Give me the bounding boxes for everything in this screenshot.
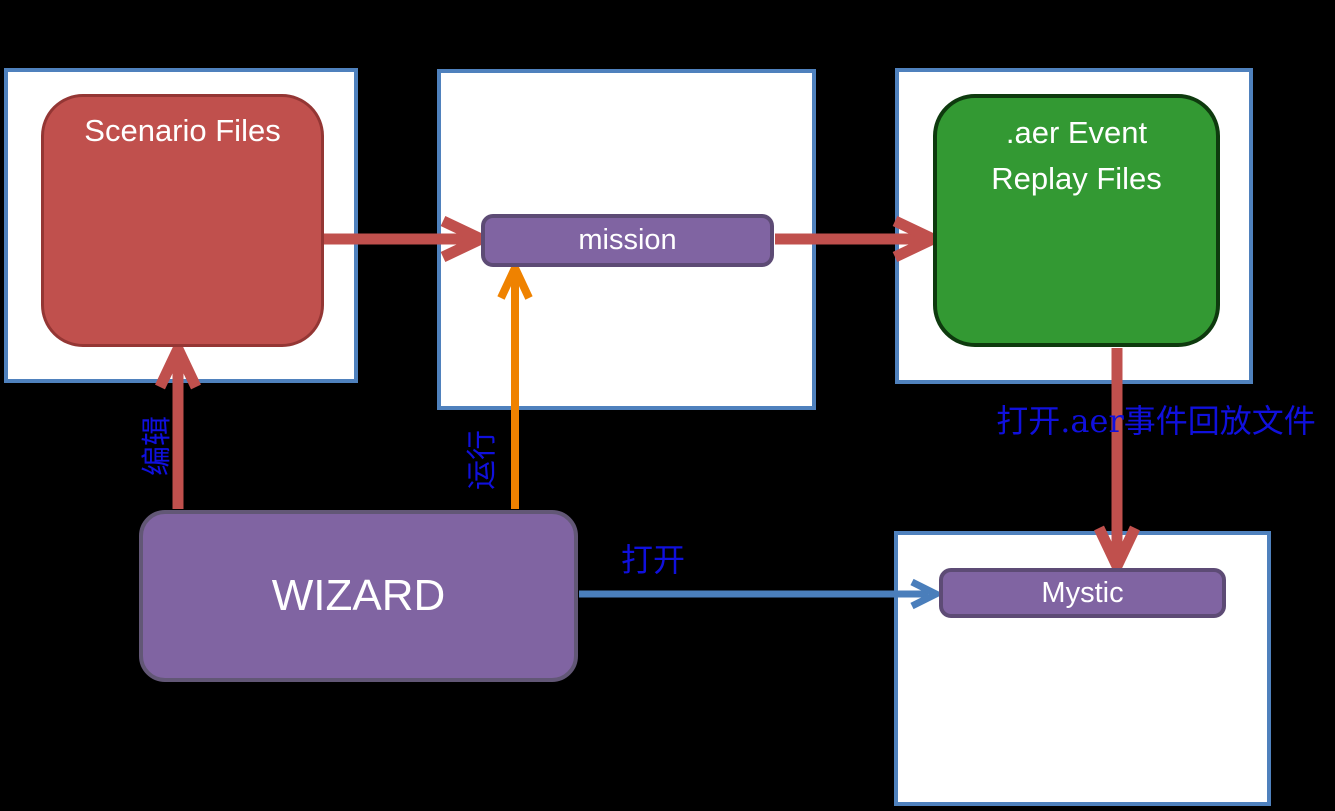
arrow-wizard-to-mystic (579, 578, 944, 610)
mission-node: mission (481, 214, 774, 267)
open-edge-label: 打开 (620, 541, 686, 579)
scenario-files-node: Scenario Files (41, 94, 324, 347)
mystic-node: Mystic (939, 568, 1226, 618)
open-aer-replay-edge-label: 打开.aer事件回放文件 (996, 402, 1316, 440)
scenario-files-label: Scenario Files (84, 113, 281, 148)
run-edge-label: 运行 (465, 430, 500, 490)
replay-files-label-line1: .aer Event (1005, 115, 1148, 150)
wizard-label: WIZARD (271, 571, 446, 620)
wizard-node: WIZARD (139, 510, 578, 682)
mission-label: mission (578, 224, 677, 256)
mystic-label: Mystic (1041, 576, 1124, 609)
replay-files-label-line2: Replay Files (991, 161, 1162, 196)
edit-edge-label: 编辑 (140, 416, 175, 476)
aer-event-replay-files-node: .aer Event Replay Files (933, 94, 1220, 347)
